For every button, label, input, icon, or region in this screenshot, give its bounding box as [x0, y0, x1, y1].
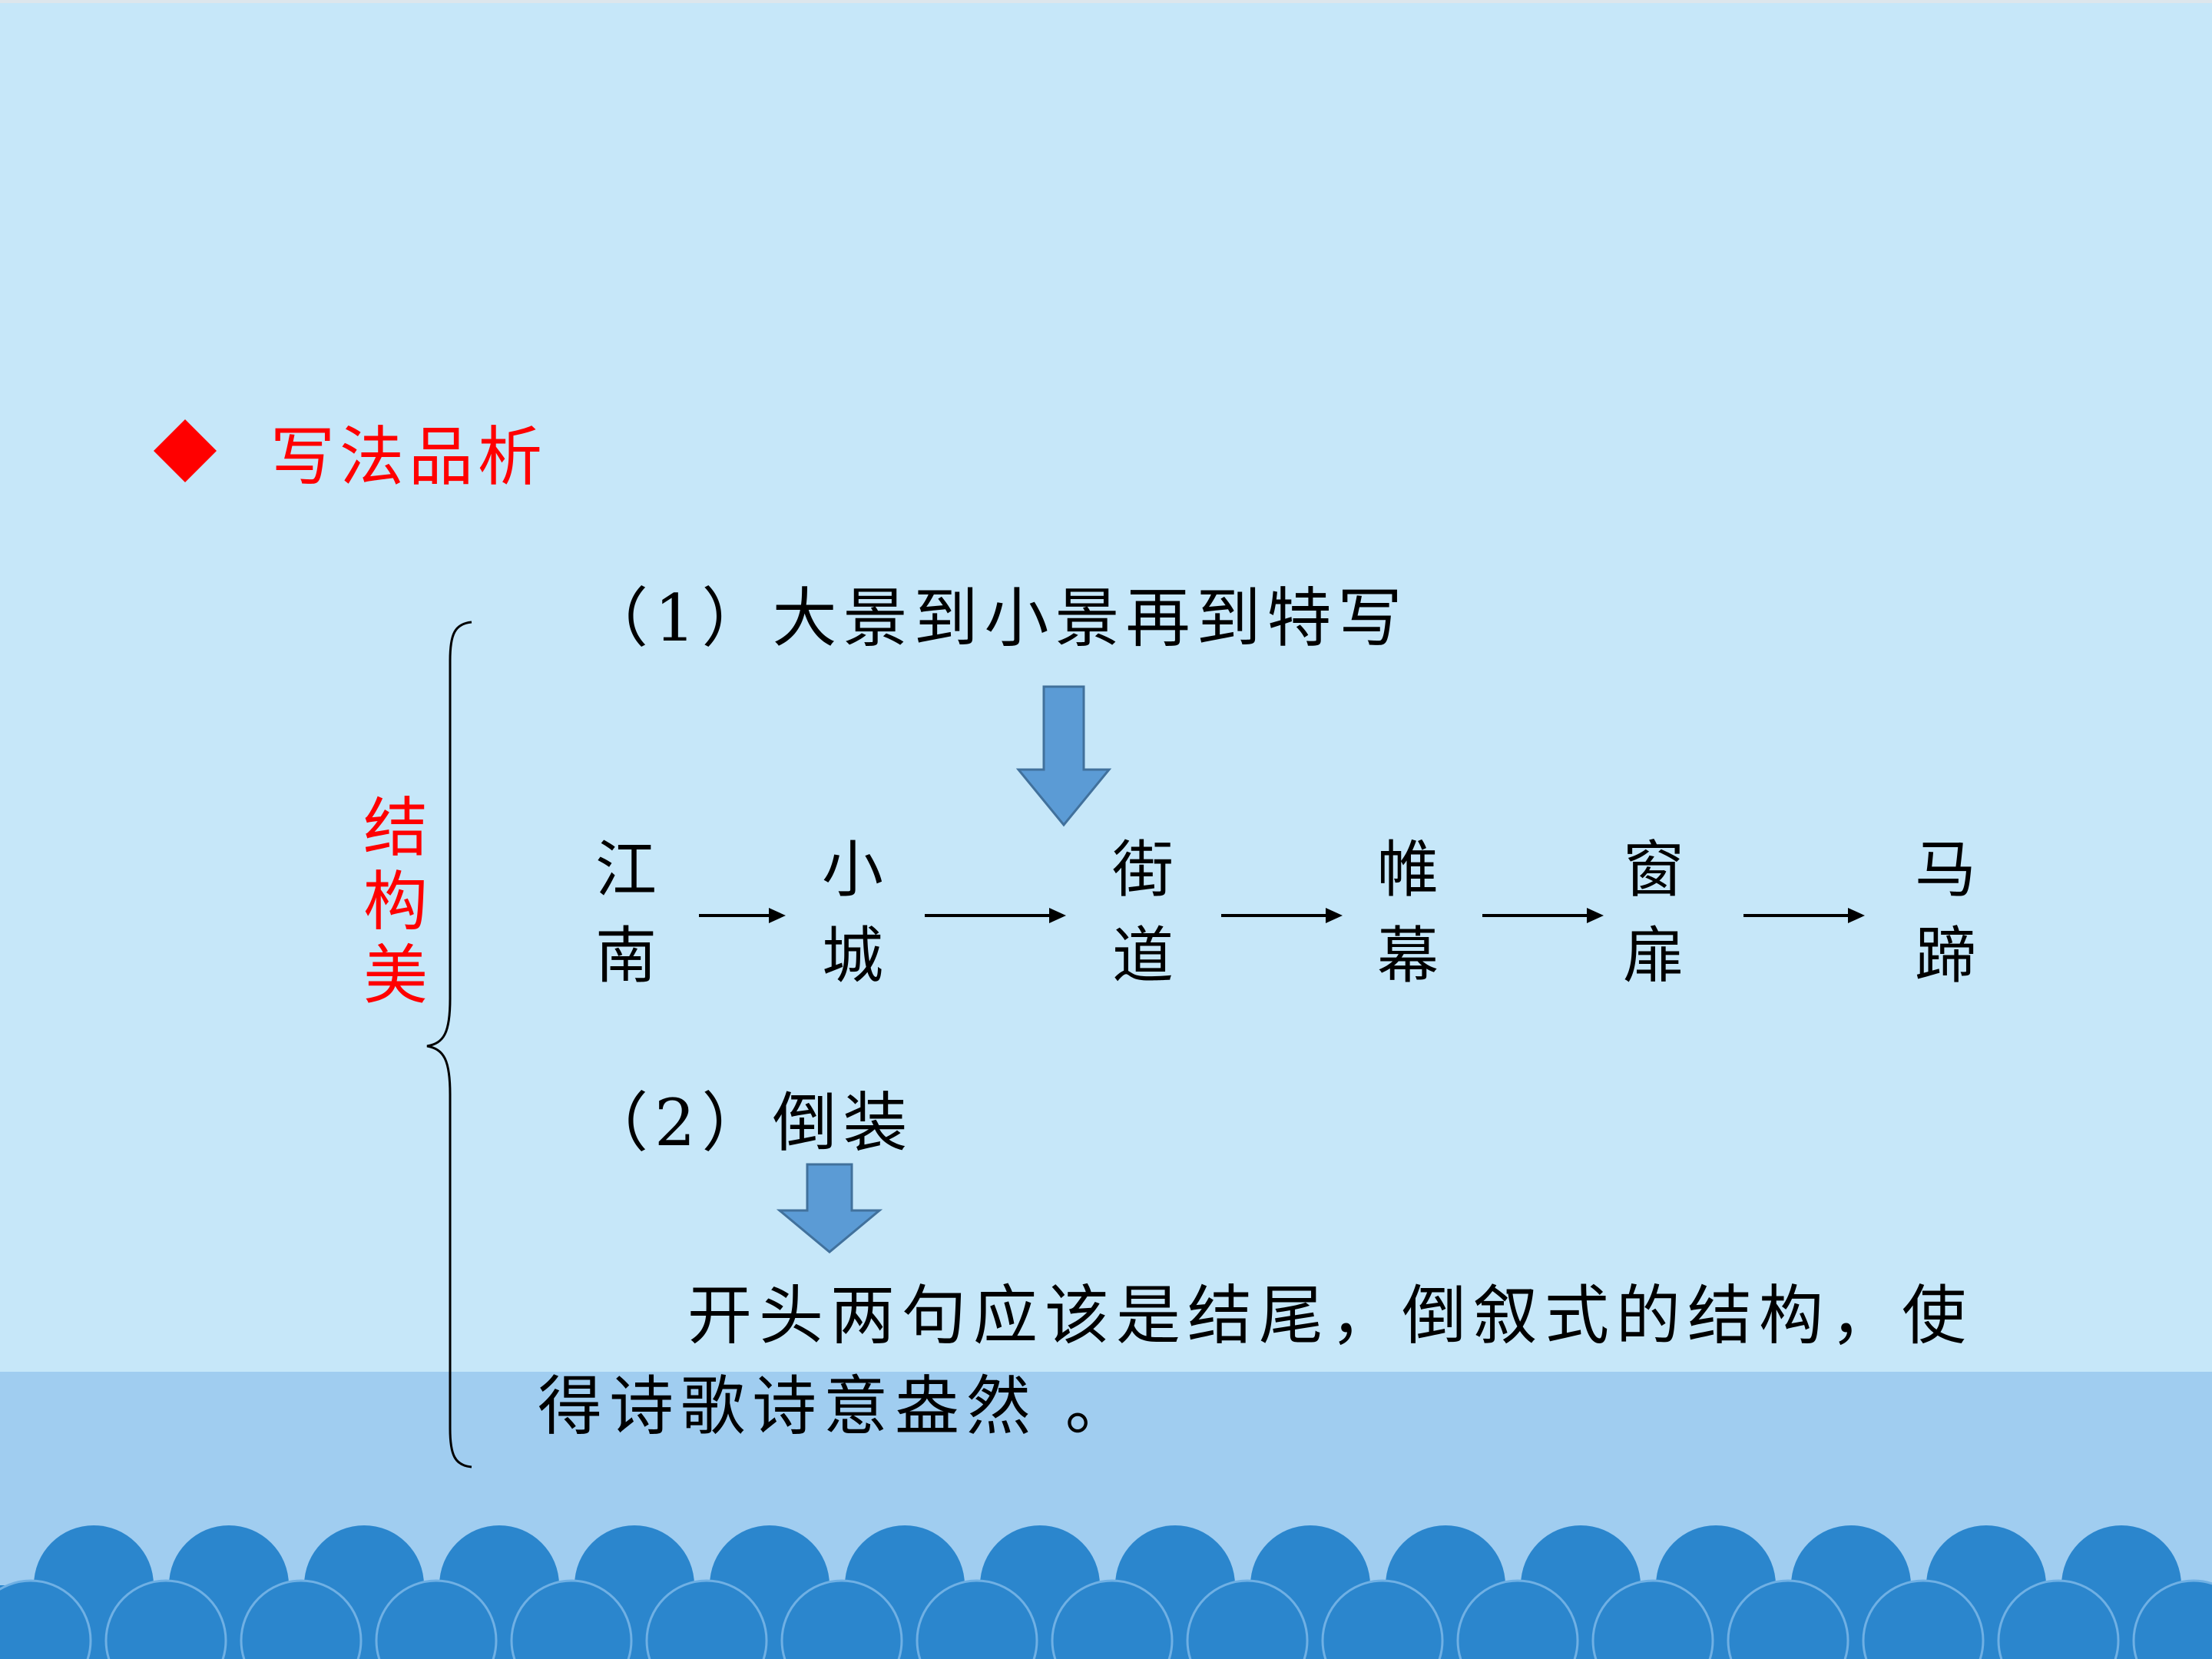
- category-label-char: 构: [363, 864, 428, 939]
- category-label: 结 构 美: [361, 791, 430, 1012]
- description-line-2: 得诗歌诗意盎然 。: [538, 1369, 1137, 1444]
- category-label-char: 美: [363, 938, 428, 1013]
- chain-node: 窗扉: [1623, 834, 1684, 992]
- down-block-arrow-2: [776, 1163, 883, 1253]
- chain-node: 街道: [1112, 834, 1174, 992]
- step-2-text: （2）倒装: [584, 1085, 914, 1161]
- top-border: [0, 0, 2212, 3]
- down-block-arrow-1: [1015, 685, 1112, 827]
- wave-decoration: [0, 1525, 2212, 1659]
- chain-node: 小城: [822, 834, 883, 992]
- heading-title: 写法品析: [270, 419, 548, 495]
- description-line-1: 开头两句应该是结尾，倒叙式的结构，使: [687, 1278, 1974, 1353]
- step-1-text: （1）大景到小景再到特写: [584, 581, 1409, 656]
- category-label-char: 结: [363, 790, 428, 866]
- chain-node: 马蹄: [1915, 834, 1976, 992]
- chain-node: 帷幕: [1377, 834, 1439, 992]
- chain-node: 江南: [595, 834, 657, 992]
